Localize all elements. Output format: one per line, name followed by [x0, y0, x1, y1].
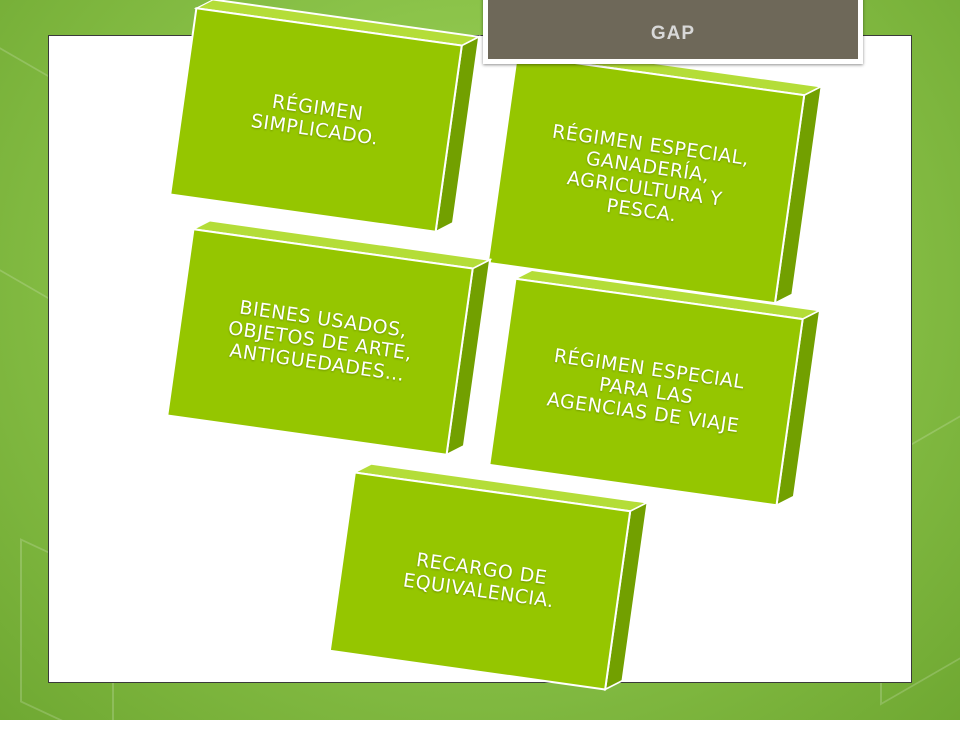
card-label: RÉGIMEN ESPECIAL PARA LAS AGENCIAS DE VI…: [545, 345, 746, 438]
card-recargo-de-equivalencia[interactable]: RECARGO DE EQUIVALENCIA.: [328, 459, 651, 691]
slide-title-box: GAP: [483, 0, 863, 64]
card-label: RÉGIMEN ESPECIAL, GANADERÍA, AGRICULTURA…: [550, 120, 751, 227]
content-panel: RÉGIMEN SIMPLICADO. RÉGIMEN ESPECIAL, GA…: [48, 0, 912, 691]
card-regimen-simplicado[interactable]: RÉGIMEN SIMPLICADO.: [169, 0, 482, 233]
card-label: RÉGIMEN SIMPLICADO.: [249, 90, 380, 150]
card-bienes-usados[interactable]: BIENES USADOS, OBJETOS DE ARTE, ANTIGUED…: [166, 216, 493, 456]
card-label: RECARGO DE EQUIVALENCIA.: [401, 549, 556, 613]
card-label: BIENES USADOS, OBJETOS DE ARTE, ANTIGUED…: [226, 296, 414, 386]
card-regimen-especial-gap[interactable]: RÉGIMEN ESPECIAL, GANADERÍA, AGRICULTURA…: [486, 41, 825, 305]
slide-title: GAP: [650, 23, 696, 44]
card-agencias-de-viaje[interactable]: RÉGIMEN ESPECIAL PARA LAS AGENCIAS DE VI…: [488, 265, 823, 507]
